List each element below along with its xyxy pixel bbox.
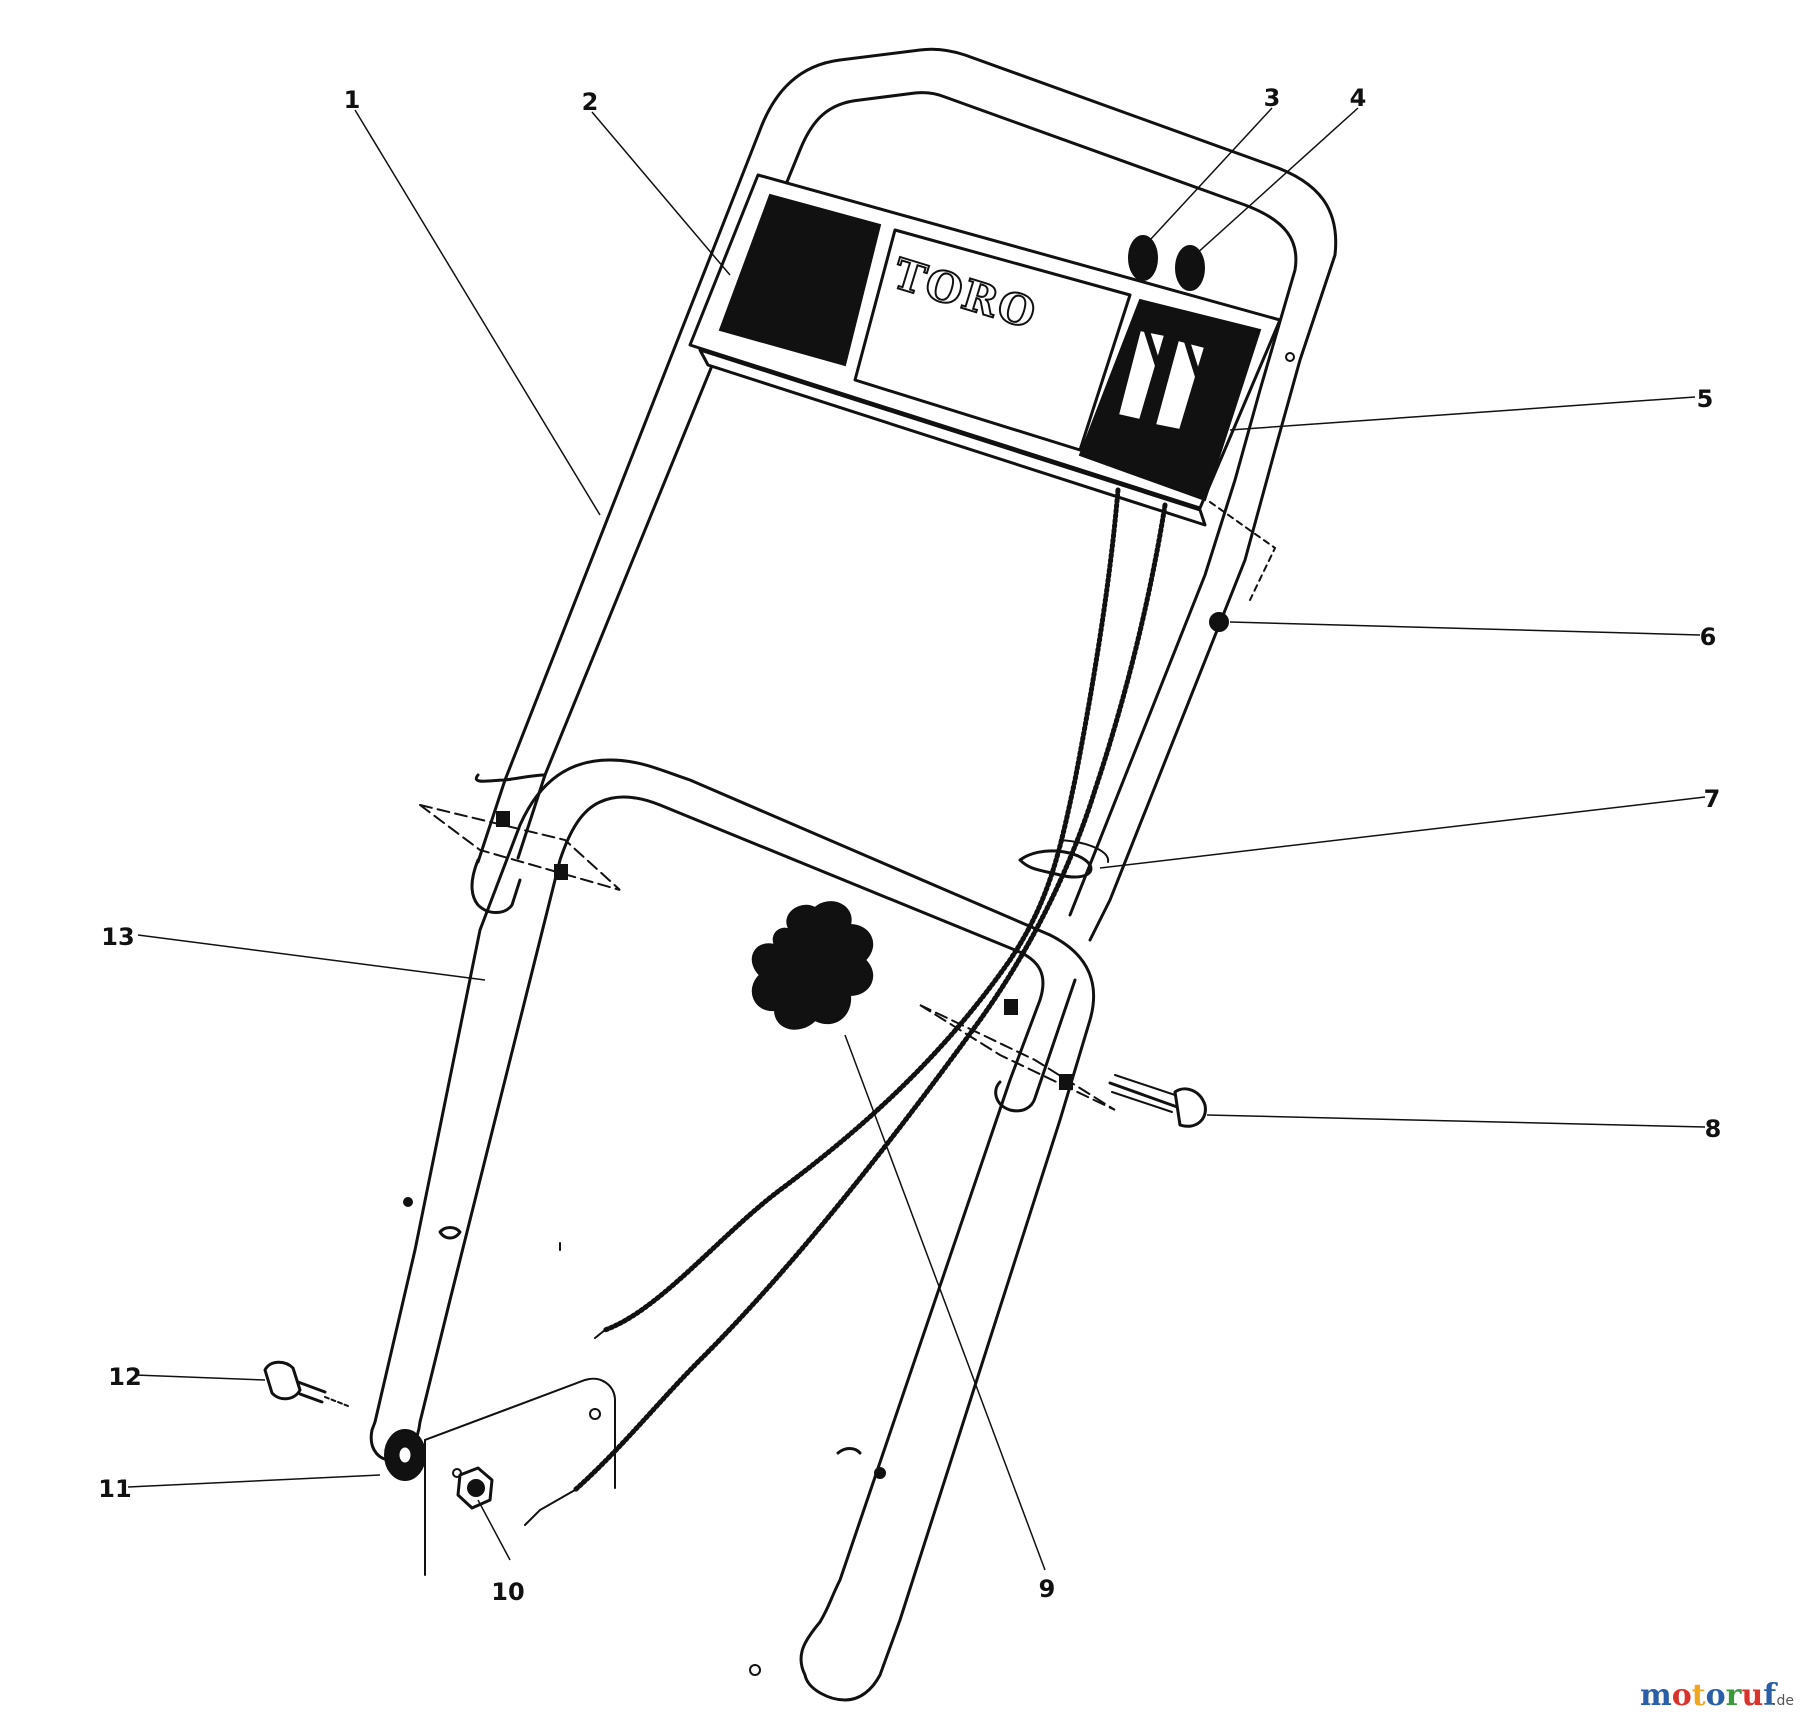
carriage-bolt-8 (1108, 1074, 1207, 1128)
leader-lines (127, 107, 1706, 1571)
cable-tie-7 (1018, 839, 1110, 879)
lower-handle (369, 758, 1096, 1702)
watermark-letter: f (1763, 1678, 1778, 1713)
bolt-12 (263, 1360, 349, 1407)
watermark-logo: motoruf .de (1640, 1678, 1794, 1713)
callout-8: 8 (1705, 1115, 1722, 1143)
watermark-letter: t (1692, 1678, 1706, 1713)
control-knob-3 (1128, 235, 1158, 281)
callout-10: 10 (491, 1578, 524, 1606)
section-planes (419, 804, 1116, 1111)
nut-10 (456, 1466, 494, 1510)
deck-bracket (424, 1377, 616, 1576)
callout-2: 2 (582, 88, 599, 116)
callout-4: 4 (1350, 84, 1367, 112)
watermark-suffix: .de (1772, 1693, 1794, 1709)
washer-11 (384, 1429, 426, 1481)
upper-handle (470, 47, 1338, 1113)
handle-knob-9 (751, 901, 874, 1030)
callout-1: 1 (344, 86, 361, 114)
callout-5: 5 (1697, 385, 1714, 413)
callout-9: 9 (1039, 1575, 1056, 1603)
watermark-letter: u (1741, 1678, 1763, 1713)
control-knob-4 (1175, 245, 1205, 291)
callout-11: 11 (98, 1475, 131, 1503)
callout-6: 6 (1700, 623, 1717, 651)
watermark-letter: m (1640, 1678, 1672, 1713)
callout-12: 12 (108, 1363, 141, 1391)
callout-3: 3 (1264, 84, 1281, 112)
control-cables (524, 487, 1168, 1526)
callout-7: 7 (1704, 785, 1721, 813)
svg-text:motoruf: motoruf (1640, 1678, 1778, 1713)
callout-13: 13 (101, 923, 134, 951)
cable-guide-6 (1209, 352, 1295, 632)
watermark-letter: o (1706, 1678, 1726, 1713)
watermark-letter: o (1672, 1678, 1692, 1713)
control-panel: TORO (688, 173, 1282, 527)
watermark-letter: r (1726, 1678, 1743, 1713)
